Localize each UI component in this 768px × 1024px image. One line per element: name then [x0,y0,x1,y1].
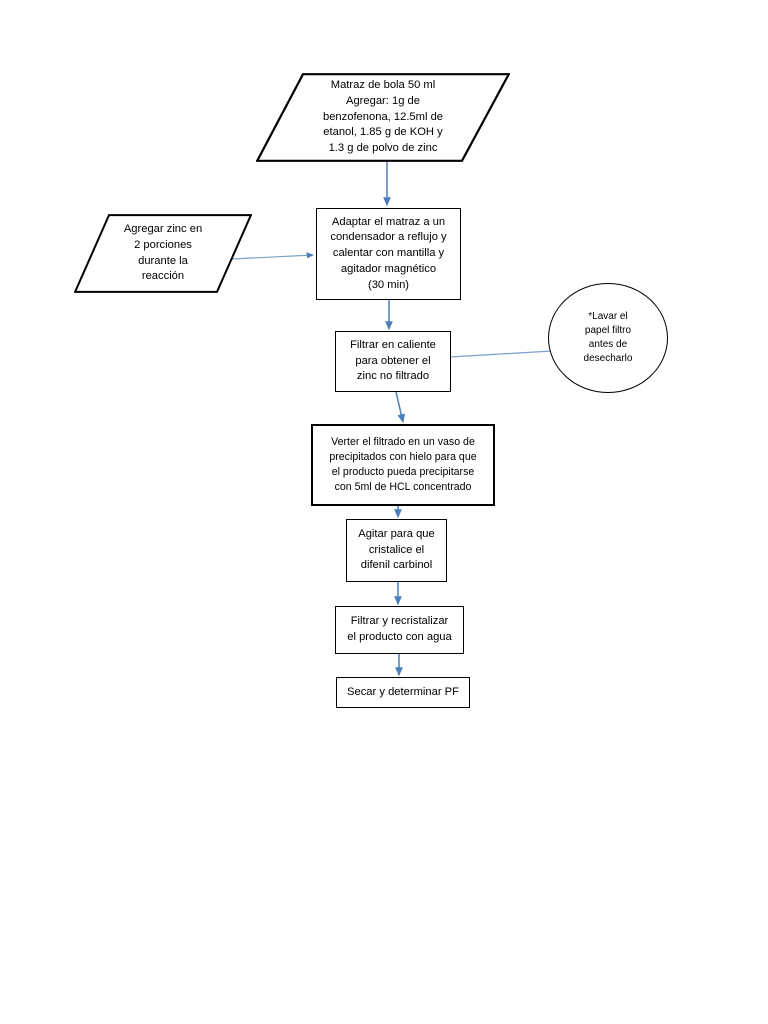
node-add-zinc-note-label: Agregar zinc en 2 porciones durante la r… [123,223,203,283]
node-pour-filtrate[interactable]: Verter el filtrado en un vaso de precipi… [311,424,495,506]
node-reflux-setup-label: Adaptar el matraz a un condensador a ref… [330,215,447,291]
node-dry-determine-pf[interactable]: Secar y determinar PF [336,677,470,708]
node-dry-determine-pf-label: Secar y determinar PF [347,685,459,698]
connector-filtration-to-washnote [449,350,553,358]
node-filter-recrystallize[interactable]: Filtrar y recristalizar el producto con … [335,606,464,654]
parallelogram-shape [256,73,510,162]
node-wash-filter-note-label: *Lavar el papel filtro antes de desechar… [583,311,633,364]
node-wash-filter-note[interactable]: *Lavar el papel filtro antes de desechar… [548,283,668,393]
node-stir-crystallize-label: Agitar para que cristalice el difenil ca… [358,527,435,572]
node-hot-filtration[interactable]: Filtrar en caliente para obtener el zinc… [335,331,451,392]
node-start-materials[interactable]: Matraz de bola 50 ml Agregar: 1g de benz… [256,73,510,162]
node-pour-filtrate-label: Verter el filtrado en un vaso de precipi… [329,436,477,493]
node-stir-crystallize[interactable]: Agitar para que cristalice el difenil ca… [346,519,447,582]
node-start-materials-label: Matraz de bola 50 ml Agregar: 1g de benz… [322,79,444,154]
node-add-zinc-note[interactable]: Agregar zinc en 2 porciones durante la r… [74,214,252,293]
parallelogram-shape [74,214,252,293]
node-reflux-setup[interactable]: Adaptar el matraz a un condensador a ref… [316,208,461,300]
connector-filtration-to-pour [395,391,406,424]
node-filter-recrystallize-label: Filtrar y recristalizar el producto con … [347,615,452,643]
node-hot-filtration-label: Filtrar en caliente para obtener el zinc… [350,338,436,383]
